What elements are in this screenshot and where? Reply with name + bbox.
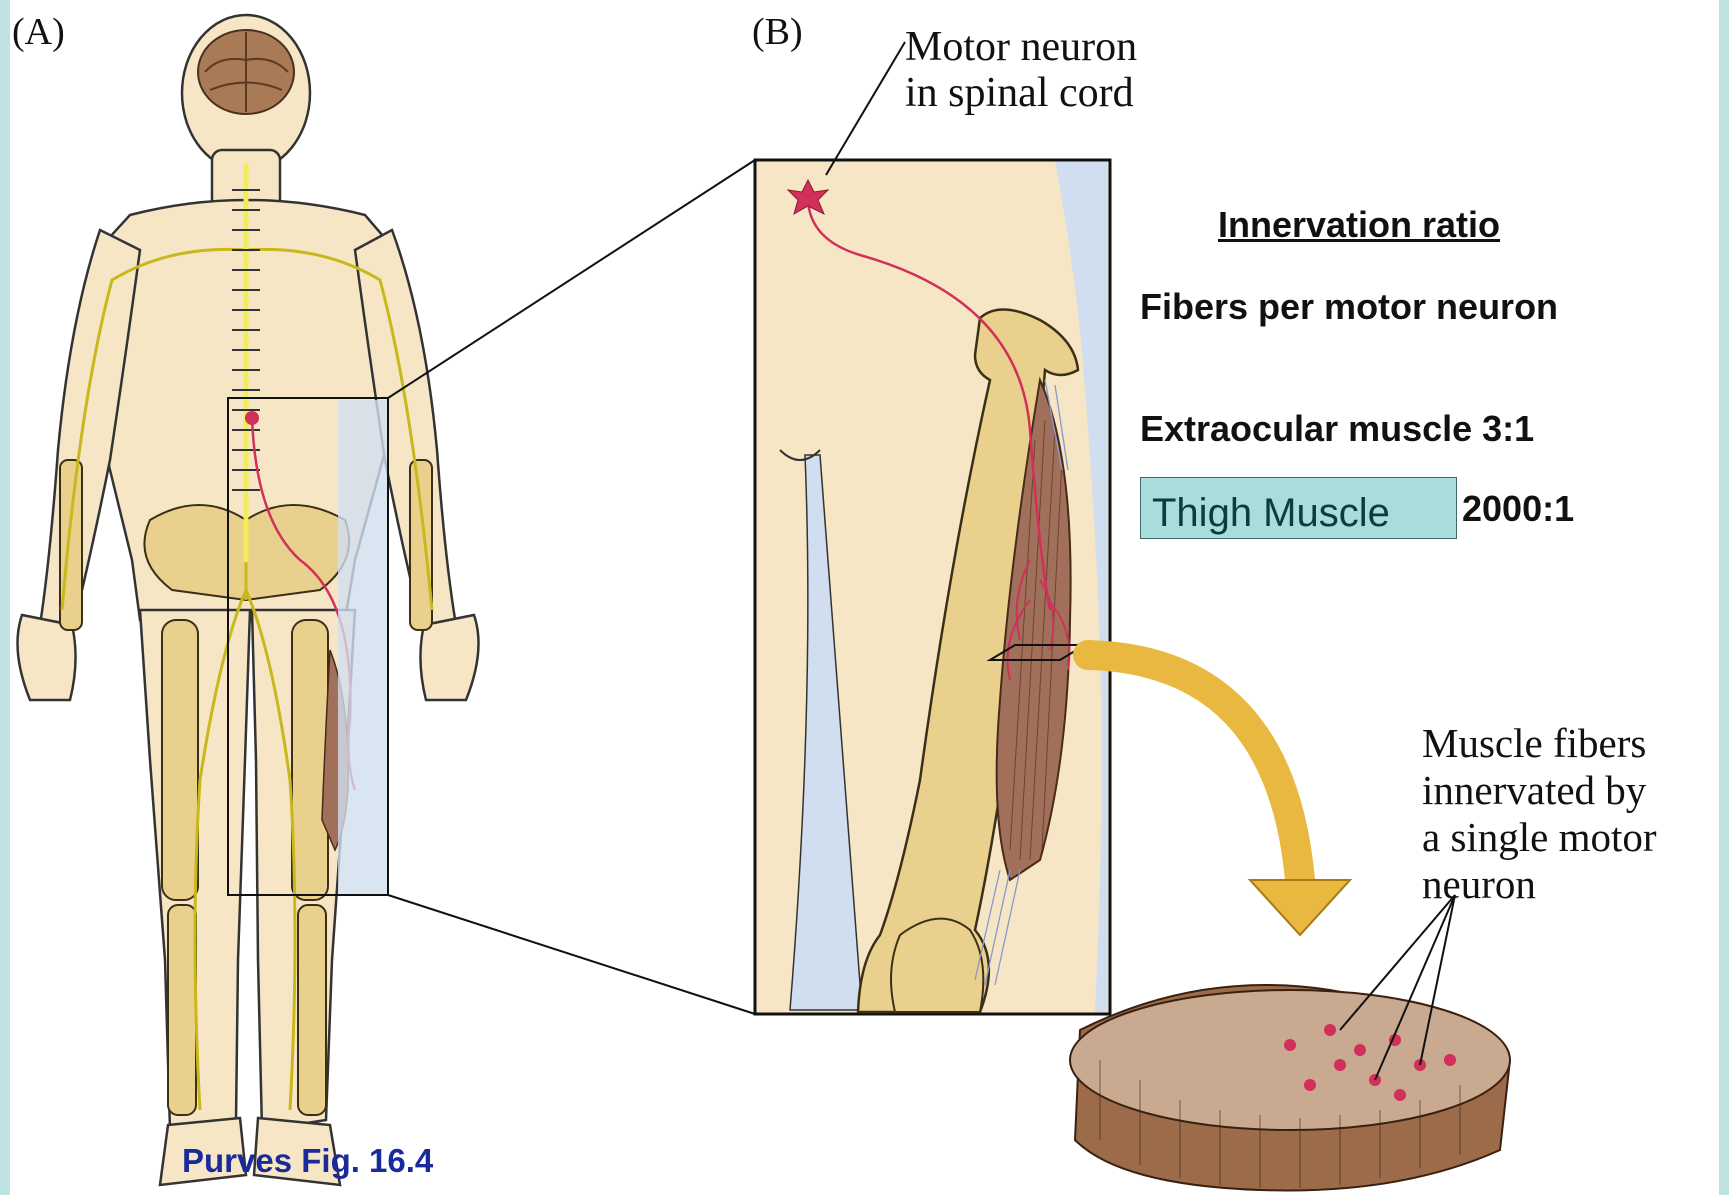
muscle-fibers-line: neuron: [1422, 861, 1657, 908]
muscle-cross-section: [1070, 985, 1510, 1191]
fibers-per-motor-neuron: Fibers per motor neuron: [1140, 284, 1560, 330]
muscle-fibers-line: Muscle fibers: [1422, 720, 1657, 767]
muscle-fibers-label: Muscle fibers innervated by a single mot…: [1422, 720, 1657, 908]
motor-neuron-label-line2: in spinal cord: [905, 70, 1137, 116]
curved-arrow-body: [1088, 655, 1300, 880]
muscle-fibers-line: innervated by: [1422, 767, 1657, 814]
zoom-connector-bottom: [388, 895, 755, 1014]
zoom-connector-top: [388, 160, 755, 398]
human-figure: [18, 15, 479, 1185]
zoom-panel-b: [755, 160, 1110, 1014]
innervation-ratio-title: Innervation ratio: [1218, 204, 1500, 246]
thigh-muscle-label: Thigh Muscle: [1152, 491, 1390, 536]
motor-neuron-leader: [826, 42, 905, 175]
muscle-fibers-line: a single motor: [1422, 814, 1657, 861]
curved-arrow-head: [1250, 880, 1350, 935]
motor-neuron-label-line1: Motor neuron: [905, 24, 1137, 70]
extraocular-ratio: Extraocular muscle 3:1: [1140, 408, 1534, 450]
panel-a-label: (A): [12, 10, 65, 54]
motor-neuron-label: Motor neuron in spinal cord: [905, 24, 1137, 116]
panel-b-label: (B): [752, 10, 803, 54]
thigh-muscle-ratio: 2000:1: [1462, 488, 1574, 530]
figure-caption: Purves Fig. 16.4: [182, 1142, 433, 1180]
